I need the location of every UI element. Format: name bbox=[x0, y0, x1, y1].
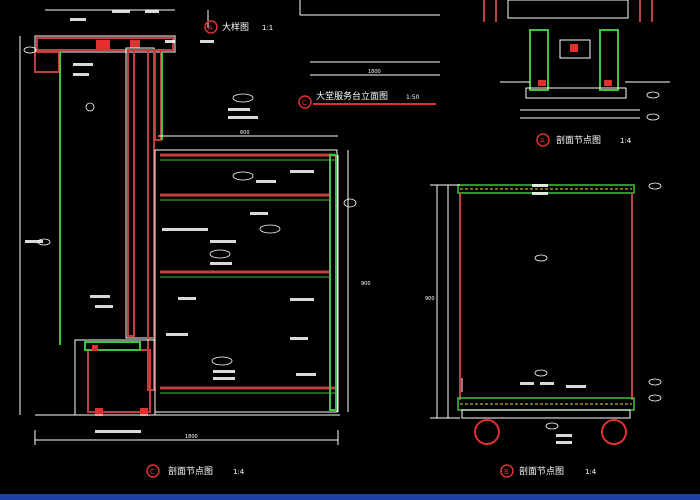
section-b-scale: 1:4 bbox=[585, 468, 597, 476]
dim-bottom: 1800 bbox=[185, 434, 198, 440]
elev-marker-label: C bbox=[302, 99, 307, 107]
section-c-title-block: C 剖面节点图 1:4 bbox=[146, 464, 245, 478]
section-a-scale: 1:4 bbox=[620, 137, 632, 145]
section-b-title: 剖面节点图 bbox=[519, 465, 564, 477]
elev-marker bbox=[298, 95, 312, 109]
red-block bbox=[96, 40, 110, 50]
section-c-title: 剖面节点图 bbox=[168, 465, 213, 477]
top-mid-scale: 1:1 bbox=[262, 24, 273, 32]
elevation-scale: 1:50 bbox=[406, 94, 420, 101]
top-mid-title: 大样图 bbox=[222, 21, 249, 33]
section-a-drawing: A 剖面节点图 1:4 bbox=[483, 0, 670, 147]
dim-height: 900 bbox=[361, 281, 371, 287]
section-b-marker-label: B bbox=[504, 468, 509, 476]
section-c-marker-label: C bbox=[150, 468, 155, 476]
section-b-marker bbox=[500, 464, 514, 478]
detail-marker-a bbox=[204, 20, 218, 34]
section-c-drawing: 1800 600 900 bbox=[19, 9, 371, 445]
caster-wheel bbox=[474, 419, 500, 445]
elevation-title: 大堂服务台立面图 bbox=[316, 90, 388, 102]
elevation-reference: 1800 C 大堂服务台立面图 1:50 bbox=[298, 0, 440, 109]
detail-marker-a-label: A bbox=[208, 24, 213, 32]
bottom-taskbar bbox=[0, 494, 700, 500]
section-c-marker bbox=[146, 464, 160, 478]
elev-dim: 1800 bbox=[368, 69, 381, 75]
section-b-dim: 900 bbox=[425, 296, 435, 302]
dim-upper: 600 bbox=[240, 130, 250, 136]
red-block bbox=[130, 40, 140, 48]
top-mid-detail-title: A 大样图 1:1 bbox=[204, 10, 273, 34]
section-a-marker bbox=[536, 133, 550, 147]
section-b-drawing: 900 B 剖面节点图 1:4 bbox=[425, 182, 662, 478]
section-a-title: 剖面节点图 bbox=[556, 134, 601, 146]
section-c-scale: 1:4 bbox=[233, 468, 245, 476]
section-a-marker-label: A bbox=[540, 137, 545, 145]
caster-wheel bbox=[601, 419, 627, 445]
